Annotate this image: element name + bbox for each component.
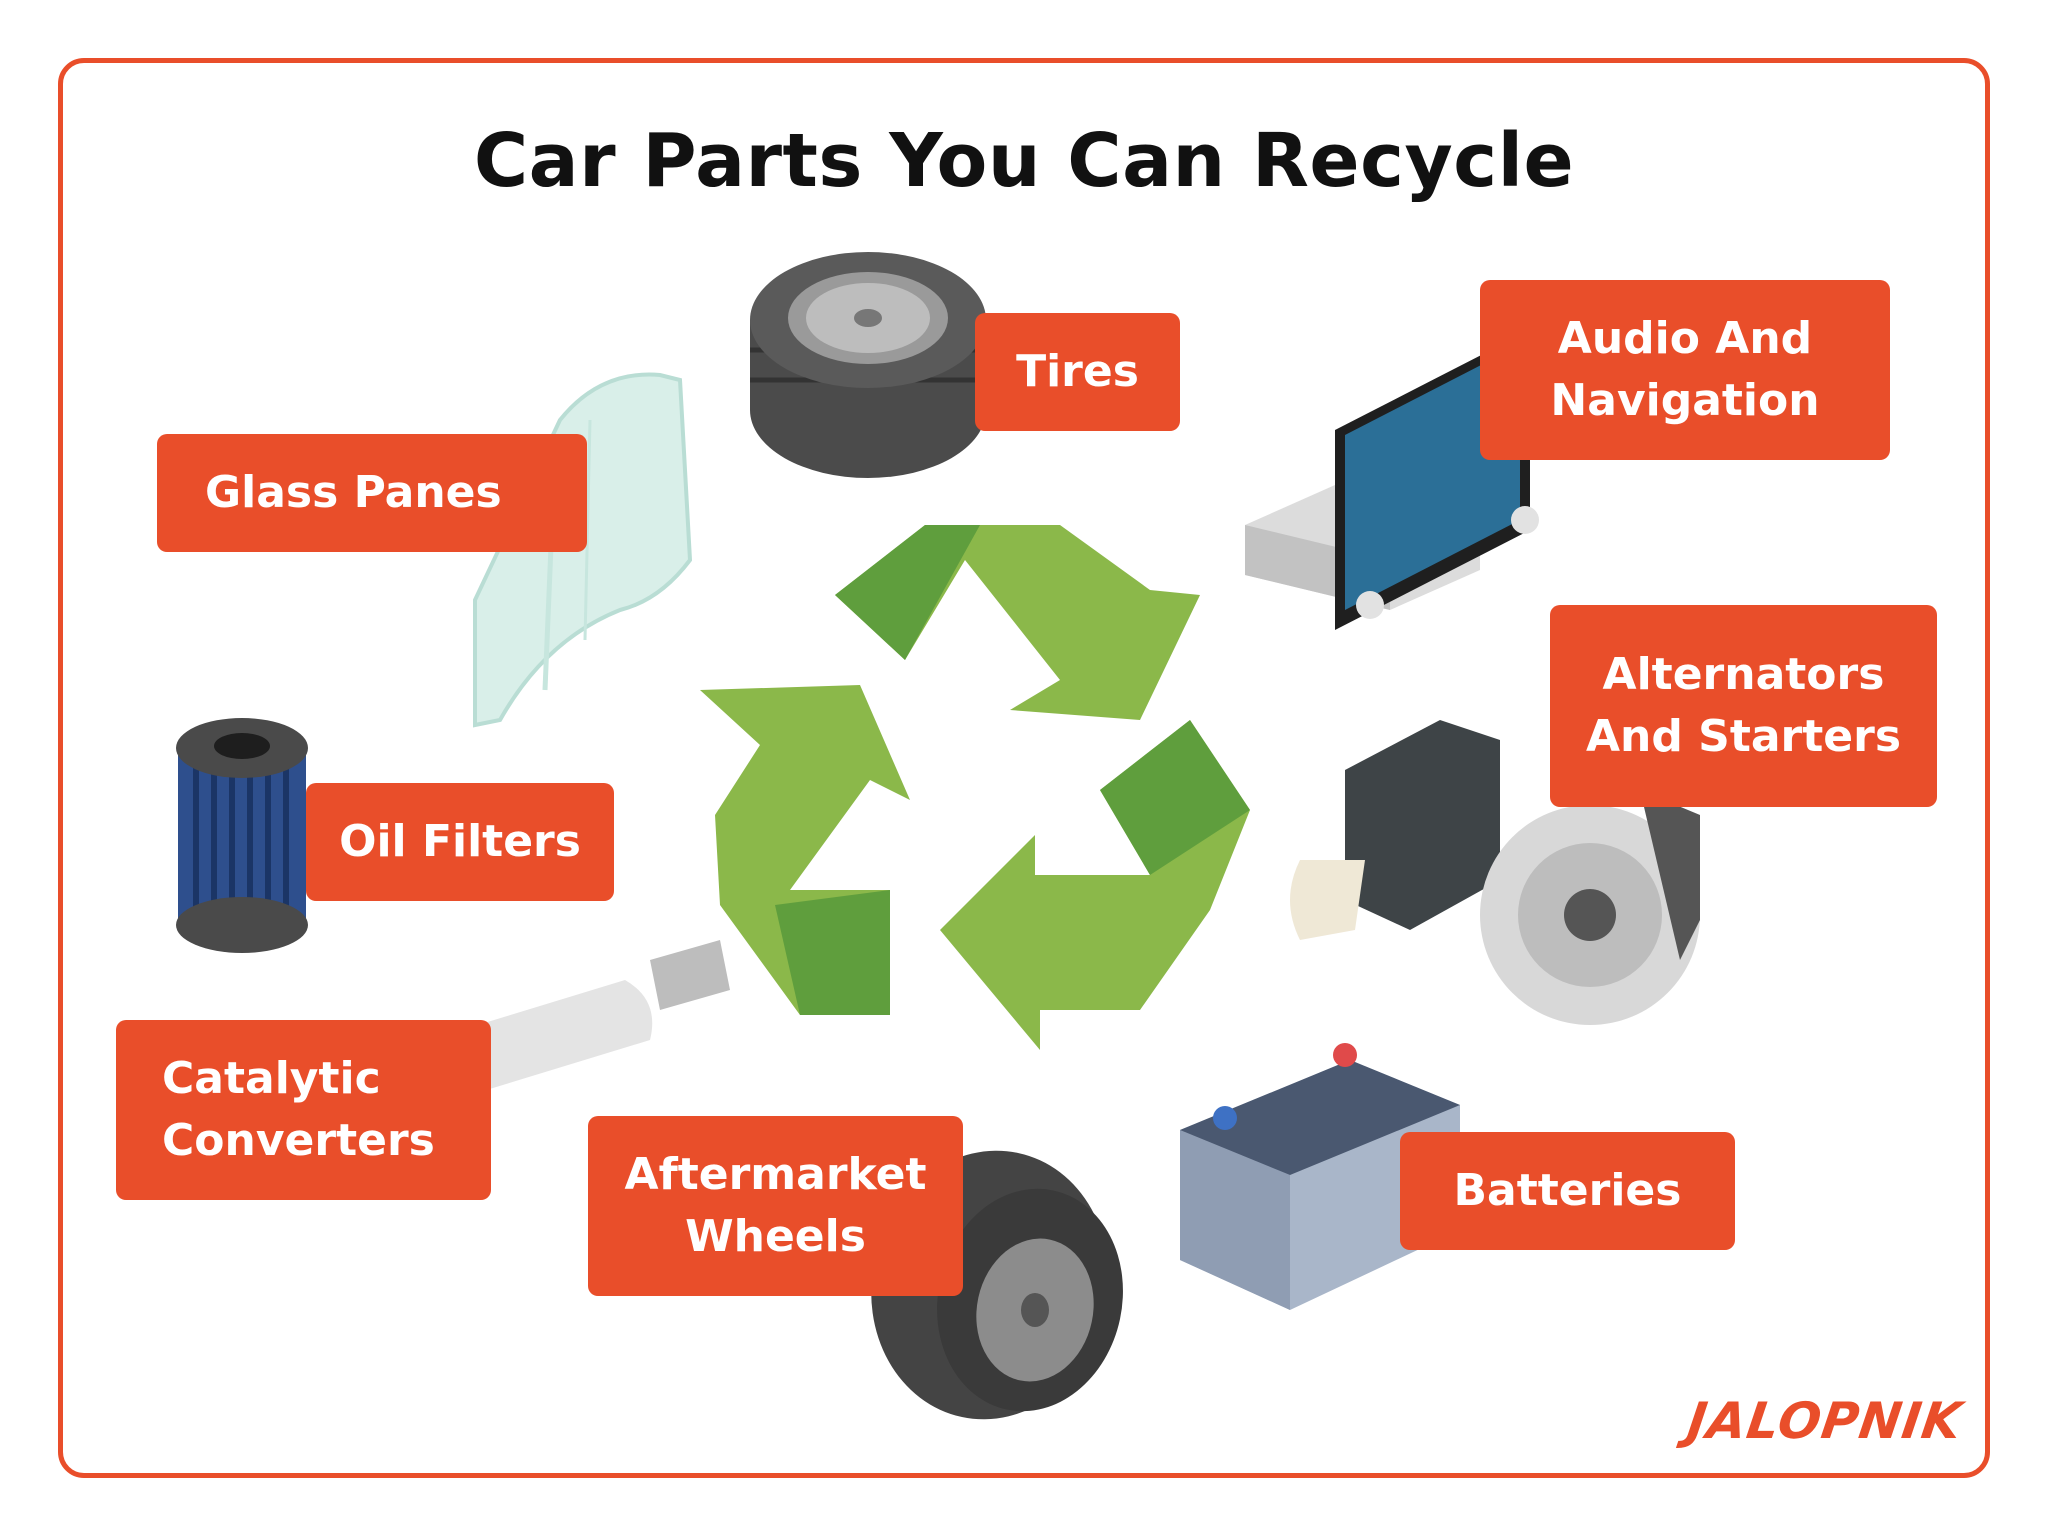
label-batteries: Batteries [1400, 1132, 1735, 1250]
label-alternators-starters: Alternators And Starters [1550, 605, 1937, 807]
label-oil-filters: Oil Filters [306, 783, 614, 901]
tire-stack-icon [750, 252, 986, 478]
jalopnik-logo: JALOPNIK [1684, 1392, 1967, 1450]
car-stereo-icon [1245, 330, 1539, 630]
recycle-symbol-icon [700, 525, 1250, 1050]
label-catalytic-converters: Catalytic Converters [116, 1020, 491, 1200]
label-aftermarket-wheels: Aftermarket Wheels [588, 1116, 963, 1296]
alternator-starter-icon [1290, 720, 1700, 1025]
car-battery-icon [1180, 1043, 1460, 1310]
page-title: Car Parts You Can Recycle [473, 118, 1575, 204]
label-tires: Tires [975, 313, 1180, 431]
label-audio-navigation: Audio And Navigation [1480, 280, 1890, 460]
label-glass-panes: Glass Panes [157, 434, 587, 552]
oil-filter-icon [176, 718, 308, 953]
